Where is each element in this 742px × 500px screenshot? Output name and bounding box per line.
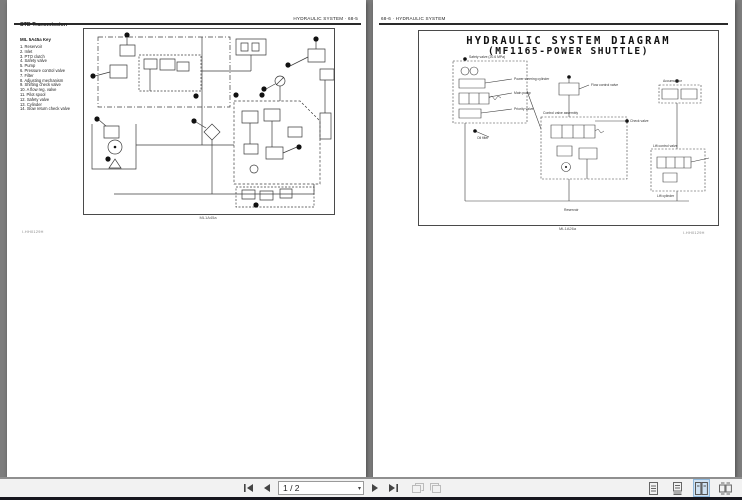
page-layout-group: 69.5 — [645, 479, 742, 497]
page-navigation-group: 1 / 2 ▾ — [242, 479, 442, 497]
legend-item: 4. Safety valve — [20, 58, 47, 64]
two-page-view-button[interactable] — [693, 479, 710, 497]
diagram-label: Lift control valve — [653, 144, 678, 148]
page2-running-header: 68-6 · HYDRAULIC SYSTEM — [381, 16, 446, 21]
diagram-label: Control valve assembly — [543, 111, 578, 115]
legend-item: 12. Safety valve — [20, 96, 50, 102]
diagram-label: Lift cylinder — [657, 194, 675, 198]
viewer-toolbar: 1 / 2 ▾ 69.5 — [0, 477, 742, 497]
legend-title: MIL 5A45a Key — [20, 37, 51, 42]
legend-item: 11. Pilot spool — [20, 91, 46, 97]
pdf-page-1: HYDRAULIC SYSTEM · 68-5 STD Transmission… — [7, 0, 366, 477]
diagram-label: Check valve — [630, 119, 649, 123]
two-page-continuous-view-button[interactable] — [717, 479, 734, 497]
diagram-title: HYDRAULIC SYSTEM DIAGRAM (MF1165-POWER S… — [419, 35, 718, 57]
page-number-input[interactable]: 1 / 2 ▾ — [278, 481, 364, 495]
page1-running-header: HYDRAULIC SYSTEM · 68-5 — [293, 16, 358, 21]
window-bottom-edge — [0, 497, 742, 500]
legend-item: 10. A flow reg. valve — [20, 87, 57, 93]
diagram-label: Safety valve (20.6 MPa) — [469, 55, 505, 59]
diagram-title-line1: HYDRAULIC SYSTEM DIAGRAM — [466, 35, 671, 47]
figure-caption-left: ML1A45a — [199, 215, 217, 220]
legend-item: 13. Cylinder — [20, 101, 42, 107]
last-page-button[interactable] — [387, 482, 400, 495]
single-page-view-button[interactable] — [645, 479, 662, 497]
page1-header-rule — [14, 23, 361, 25]
next-view-button-disabled[interactable] — [429, 482, 442, 495]
diagram-label: Priority valve — [514, 107, 534, 111]
legend-heading: STD Transmission — [20, 22, 68, 28]
figure-caption-right: ML1A26a — [558, 226, 577, 231]
diagram-label: Flow control valve — [591, 83, 618, 87]
pdf-page-2: 68-6 · HYDRAULIC SYSTEM HYDRAULIC SYSTEM… — [373, 0, 735, 477]
diagram-label: Oil filter — [477, 136, 489, 140]
previous-view-button-disabled[interactable] — [411, 482, 424, 495]
legend-item: 6. Pressure control valve — [20, 67, 66, 73]
legend-item: 14. Slow return check valve — [20, 106, 71, 112]
hydraulic-schematic-std — [83, 28, 335, 215]
next-page-button[interactable] — [369, 482, 382, 495]
legend-item: 5. Pump — [20, 63, 36, 69]
diagram-label: Accumulator — [663, 79, 683, 83]
diagram-label: Reservoir — [564, 208, 579, 212]
previous-page-button[interactable] — [260, 482, 273, 495]
page-dropdown-caret-icon[interactable]: ▾ — [357, 485, 361, 492]
diagram-title-line2: (MF1165-POWER SHUTTLE) — [487, 46, 650, 57]
page2-header-rule — [379, 23, 728, 25]
pdf-viewer-canvas: HYDRAULIC SYSTEM · 68-5 STD Transmission… — [7, 0, 735, 477]
hydraulic-schematic-svg: Safety valve (20.6 MPa) Power steering c… — [419, 55, 718, 212]
doc-code-right: I-HH0129H — [683, 231, 705, 235]
legend-item: 8. Adjusting mechanism — [20, 77, 64, 83]
continuous-scroll-view-button[interactable] — [669, 479, 686, 497]
legend-item: 7. Filter — [20, 72, 34, 78]
legend-item: 3. PTO clutch — [20, 53, 45, 59]
diagram-label: Main pump — [514, 91, 531, 95]
hydraulic-schematic-power-shuttle: HYDRAULIC SYSTEM DIAGRAM (MF1165-POWER S… — [418, 30, 719, 226]
legend-item: 2. Inlet — [20, 48, 33, 54]
page-number-value: 1 / 2 — [283, 483, 300, 493]
legend-item: 1. Reservoir — [20, 44, 43, 49]
first-page-button[interactable] — [242, 482, 255, 495]
diagram-label: Power steering cylinder — [514, 77, 550, 81]
hydraulic-schematic-svg — [90, 32, 334, 208]
doc-code-left: I-HH0129H — [22, 230, 44, 234]
diagram-legend: STD Transmission MIL 5A45a Key 1. Reserv… — [20, 22, 82, 112]
legend-item: 9. Shifting check valve — [20, 82, 61, 88]
